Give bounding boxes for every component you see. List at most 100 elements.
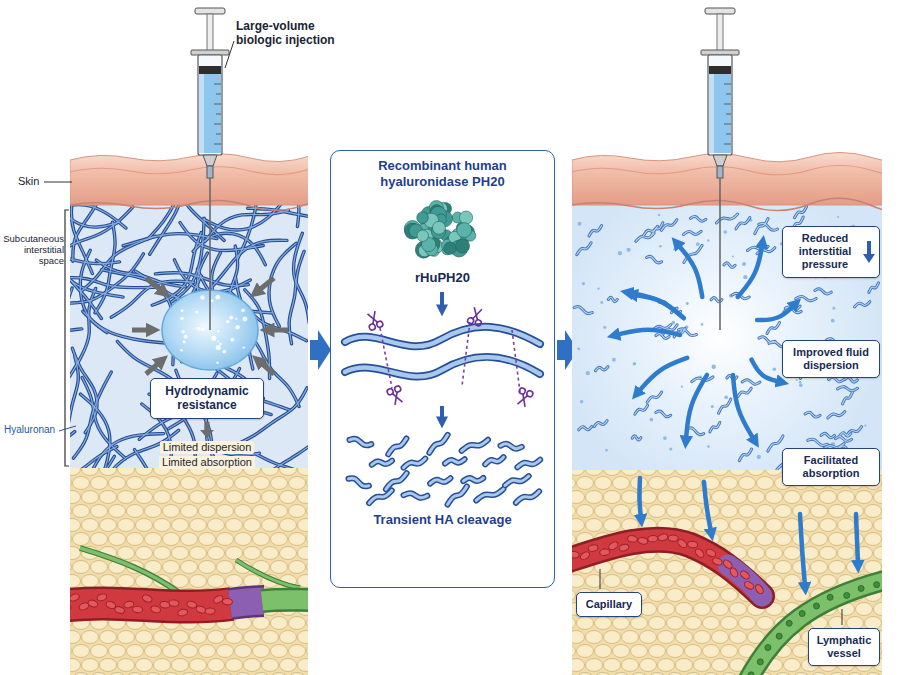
ha-fragment xyxy=(445,459,465,463)
ha-fragment xyxy=(574,307,592,314)
lymph-cell xyxy=(757,659,763,665)
dispersion-arrow xyxy=(800,514,805,586)
hyaluronan-fiber xyxy=(89,434,164,469)
ha-fragment-highlight xyxy=(656,334,669,339)
lymph-branch xyxy=(236,560,300,588)
fluid-particle xyxy=(633,362,637,366)
red-blood-cell xyxy=(743,580,755,590)
red-blood-cell xyxy=(96,593,107,602)
hyaluronan-fiber-highlight xyxy=(159,203,224,240)
ha-fragment-highlight xyxy=(821,433,834,437)
ha-fragment xyxy=(448,486,467,504)
hyaluronan-fiber xyxy=(83,311,170,343)
process-box: Hydrodynamic resistance xyxy=(150,378,264,419)
box-label: Facilitated absorption xyxy=(789,454,873,480)
dispersion-arrow xyxy=(752,360,780,382)
red-blood-cell xyxy=(195,605,207,614)
ha-fragment xyxy=(828,412,845,418)
ha-fragment-highlight xyxy=(463,478,483,481)
lymph-cell xyxy=(748,672,754,675)
fluid-particle xyxy=(773,368,777,372)
skin-layer xyxy=(70,154,308,205)
ha-fragment xyxy=(796,296,816,300)
fluid-particle xyxy=(796,379,798,381)
hyaluronan-fiber-highlight xyxy=(80,394,109,469)
ha-fragment xyxy=(644,226,658,235)
ha-fragment-highlight xyxy=(855,302,870,307)
fluid-particle xyxy=(586,371,590,375)
lymph-cell xyxy=(874,582,880,588)
outcome-arrow xyxy=(200,422,214,438)
ha-fragment xyxy=(349,478,369,486)
red-blood-cell xyxy=(712,557,724,567)
bolus-particle xyxy=(235,318,237,320)
hyaluronan-fiber-highlight xyxy=(96,260,185,287)
panel-title: Recombinant human hyaluronidase PH20 xyxy=(331,158,554,189)
red-cells xyxy=(70,593,233,617)
panel-result: Transient HA cleavage xyxy=(331,512,554,528)
callout-label: Large-volume biologic injection xyxy=(236,20,348,48)
bolus-particle xyxy=(217,340,219,342)
scissor-icon xyxy=(467,306,485,326)
hyaluronan-fiber-highlight xyxy=(205,210,288,241)
bolus-particle xyxy=(229,315,233,319)
ha-fragment xyxy=(635,405,648,414)
fluid-particle xyxy=(837,216,839,218)
ha-fragment xyxy=(350,439,372,446)
ha-fragment xyxy=(577,243,591,255)
dispersion-glow xyxy=(572,203,882,471)
left-tissue xyxy=(70,150,308,675)
hyaluronan-fiber xyxy=(269,243,296,326)
red-blood-cell xyxy=(114,606,125,615)
bracket xyxy=(65,210,69,466)
box-label: Lymphatic vessel xyxy=(815,634,873,660)
outcome-label: Limited absorption xyxy=(159,456,255,469)
lymph-segment xyxy=(262,600,308,601)
ha-fragment xyxy=(404,493,428,498)
ha-fragment xyxy=(869,283,879,293)
ha-fragment-highlight xyxy=(724,263,735,268)
ha-fragment xyxy=(842,392,852,404)
fluid-particle xyxy=(696,242,700,246)
bolus-particle xyxy=(180,349,183,352)
red-blood-cell xyxy=(212,594,224,605)
ha-fragment-highlight xyxy=(768,436,783,451)
hyaluronan-fiber-highlight xyxy=(73,203,108,261)
red-blood-cell xyxy=(687,541,698,549)
hyaluronan-fiber-highlight xyxy=(70,205,126,228)
ha-fragment-highlight xyxy=(595,367,608,371)
ha-fragment xyxy=(462,440,488,451)
ha-fragment xyxy=(759,223,777,230)
red-blood-cell xyxy=(668,535,678,542)
hyaluronan-fiber-highlight xyxy=(70,329,82,381)
bolus-particle xyxy=(196,327,199,330)
lymphatic-vessel xyxy=(748,580,882,675)
hyaluronan-fiber-highlight xyxy=(70,278,156,288)
fluid-particle xyxy=(577,347,580,350)
ha-fragment-highlight xyxy=(815,289,831,294)
ha-fragment xyxy=(847,427,862,436)
ha-fragment-highlight xyxy=(369,490,392,503)
ha-fragment xyxy=(815,289,831,294)
bolus-particle xyxy=(230,338,234,342)
ha-fragment xyxy=(821,433,834,437)
fluid-particle xyxy=(701,323,704,326)
hyaluronan-fiber-highlight xyxy=(70,203,119,227)
dispersion-arrow xyxy=(733,375,754,440)
red-blood-cell xyxy=(657,533,668,542)
bolus-particle xyxy=(235,325,239,329)
bolus-particle xyxy=(242,316,247,321)
red-blood-cell xyxy=(637,537,648,545)
dispersion-arrows xyxy=(616,244,858,586)
red-blood-cell xyxy=(694,547,706,559)
ha-fragment-highlight xyxy=(755,219,768,234)
fluid-particle xyxy=(597,287,599,289)
fluid-particle xyxy=(757,455,761,459)
bolus-particle xyxy=(241,308,245,312)
layer-label: Skin xyxy=(18,175,39,188)
vessel-label-box: Capillary xyxy=(576,592,642,617)
measured-marks xyxy=(200,422,214,438)
ha-fragment-highlight xyxy=(594,421,607,427)
capillary-vessel xyxy=(572,540,762,596)
